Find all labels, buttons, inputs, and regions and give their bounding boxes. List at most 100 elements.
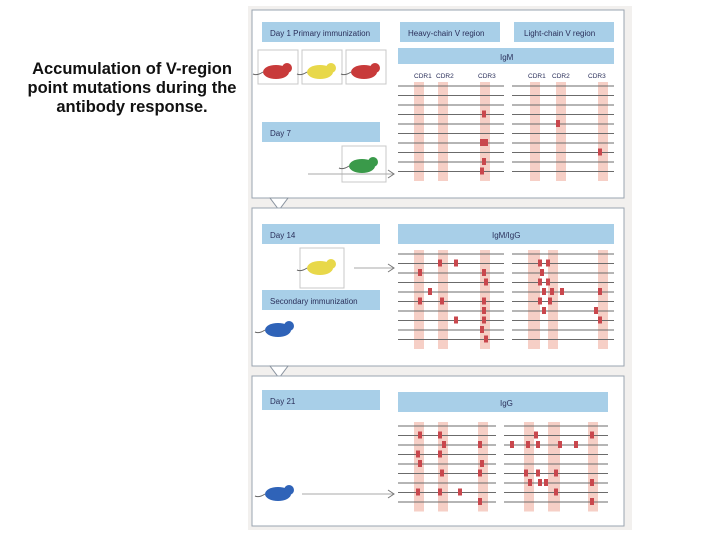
- mutation-mark: [480, 167, 484, 175]
- mouse-head-icon: [284, 485, 294, 495]
- mutation-mark: [482, 307, 486, 314]
- mutation-mark: [478, 469, 482, 477]
- cdr-band: [480, 82, 490, 181]
- cdr-band: [598, 82, 608, 181]
- cdr-label: CDR1: [414, 73, 432, 80]
- mutation-mark: [590, 479, 594, 486]
- mutation-mark: [542, 307, 546, 314]
- cdr-band: [414, 82, 424, 181]
- mutation-mark: [484, 278, 488, 286]
- time-label-box: [262, 224, 380, 244]
- mutation-mark: [480, 460, 484, 467]
- cdr-label: CDR2: [436, 73, 454, 80]
- time-label: Day 21: [270, 397, 296, 406]
- mutation-mark: [454, 316, 458, 324]
- mutation-mark: [524, 469, 528, 477]
- second-label-box: [262, 122, 380, 142]
- isotype-bar: [398, 224, 614, 244]
- mutation-mark: [442, 441, 446, 448]
- heavy-chain-header-box: [400, 22, 500, 42]
- mutation-mark: [510, 441, 514, 448]
- mutation-mark: [416, 488, 420, 496]
- mutation-mark: [482, 158, 486, 165]
- mutation-mark: [554, 488, 558, 496]
- mutation-mark: [538, 278, 542, 286]
- mutation-mark: [536, 441, 540, 448]
- mutation-mark: [556, 120, 560, 127]
- mutation-mark: [438, 488, 442, 496]
- mutation-mark: [458, 488, 462, 496]
- second-label-box: [262, 290, 380, 310]
- mutation-mark: [546, 259, 550, 267]
- mutation-mark: [454, 259, 458, 267]
- cdr-label: CDR3: [478, 73, 496, 80]
- mutation-mark: [438, 450, 442, 458]
- heavy-chain-header: Heavy-chain V region: [408, 29, 484, 38]
- cdr-band: [524, 422, 534, 512]
- cdr-label: CDR1: [528, 73, 546, 80]
- mutation-mark: [418, 460, 422, 467]
- mutation-mark: [428, 288, 432, 295]
- mutation-mark: [598, 148, 602, 156]
- mutation-mark: [598, 316, 602, 324]
- mutation-mark: [418, 431, 422, 439]
- mouse-head-icon: [326, 63, 336, 73]
- mutation-mark: [534, 431, 538, 439]
- mutation-mark: [598, 288, 602, 295]
- mutation-mark: [554, 469, 558, 477]
- mouse-head-icon: [284, 321, 294, 331]
- mutation-mark: [484, 335, 488, 343]
- mouse-tail-icon: [254, 493, 266, 498]
- mouse-tail-icon: [252, 71, 264, 76]
- arrow-head-icon: [387, 169, 395, 179]
- cdr-band: [438, 422, 448, 512]
- mutation-mark: [546, 278, 550, 286]
- mutation-mark: [526, 441, 530, 448]
- time-label: Day 1 Primary immunization: [270, 29, 370, 38]
- cdr-label: CDR2: [552, 73, 570, 80]
- mutation-mark: [594, 307, 598, 314]
- isotype-label: IgM/IgG: [492, 231, 520, 240]
- mutation-mark: [574, 441, 578, 448]
- mouse-head-icon: [368, 157, 378, 167]
- mutation-mark: [540, 269, 544, 276]
- cdr-band: [598, 250, 608, 349]
- light-chain-header-box: [514, 22, 614, 42]
- mouse-tail-icon: [296, 71, 308, 76]
- mutation-mark: [484, 139, 488, 146]
- mutation-mark: [416, 450, 420, 458]
- mutation-mark: [538, 479, 542, 486]
- mutation-mark: [440, 297, 444, 305]
- mutation-mark: [538, 297, 542, 305]
- cdr-band: [528, 250, 540, 349]
- cdr-band: [530, 82, 540, 181]
- cdr-band: [548, 250, 558, 349]
- mouse-head-icon: [370, 63, 380, 73]
- cdr-band: [588, 422, 598, 512]
- arrow-head-icon: [387, 489, 395, 499]
- mutation-mark: [560, 288, 564, 295]
- mutation-mark: [480, 326, 484, 333]
- time-label-box: [262, 22, 380, 42]
- second-label: Day 7: [270, 129, 291, 138]
- cdr-band: [556, 82, 566, 181]
- mutation-mark: [482, 316, 486, 324]
- figure-caption: Accumulation of V-region point mutations…: [27, 60, 237, 116]
- mutation-mark: [438, 259, 442, 267]
- sequence-panels: [252, 63, 614, 512]
- diagram-svg: Day 1 Primary immunization Heavy-chain V…: [251, 9, 625, 527]
- mutation-mark: [544, 479, 548, 486]
- mutation-mark: [482, 297, 486, 305]
- down-arrow-icon: [269, 197, 289, 211]
- arrow-head-icon: [387, 263, 395, 273]
- mouse-head-icon: [282, 63, 292, 73]
- mutation-mark: [590, 431, 594, 439]
- time-label-box: [262, 390, 380, 410]
- mutation-mark: [478, 441, 482, 448]
- mutation-mark: [418, 269, 422, 276]
- mutation-mark: [550, 288, 554, 295]
- cdr-label: CDR3: [588, 73, 606, 80]
- down-arrow-icon: [269, 365, 289, 379]
- time-label: Day 14: [270, 231, 296, 240]
- mutation-mark: [538, 259, 542, 267]
